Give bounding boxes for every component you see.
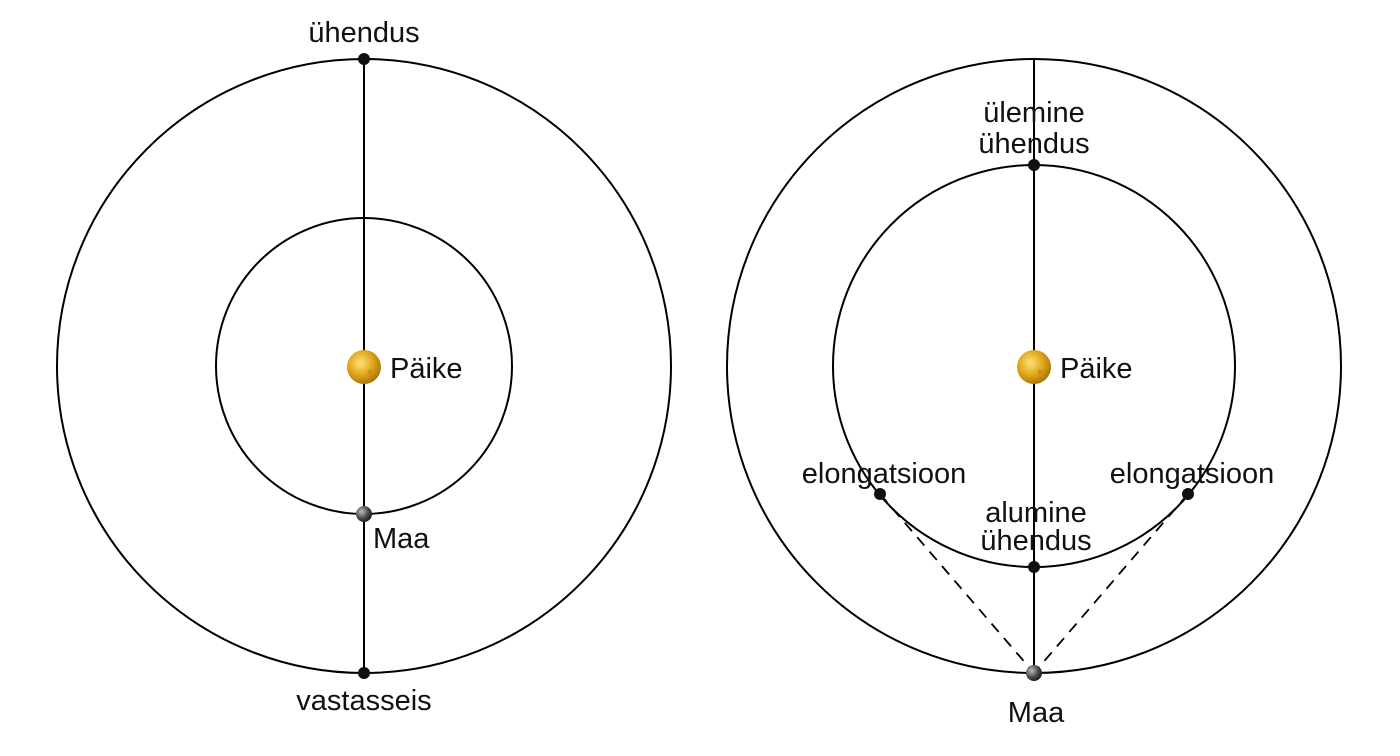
conjunction-label: ühendus <box>308 17 419 49</box>
right-elongation-sightline <box>1033 493 1189 674</box>
left-elongation-label: elongatsioon <box>802 458 966 490</box>
superior-conjunction-label-line2: ühendus <box>978 128 1089 160</box>
earth-label: Maa <box>373 523 430 555</box>
inferior-conjunction-point <box>1028 561 1040 573</box>
superior-conjunction-label-line1: ülemine <box>983 97 1085 129</box>
right-elongation-point <box>1182 488 1194 500</box>
right-elongation-label: elongatsioon <box>1110 458 1274 490</box>
conjunction-point <box>358 53 370 65</box>
sun-label: Päike <box>390 353 463 385</box>
superior-conjunction-point <box>1028 159 1040 171</box>
inferior-conjunction-label-line2: ühendus <box>980 525 1091 557</box>
inferior-conjunction-label-line1: alumine <box>985 497 1087 529</box>
left-elongation-sightline <box>879 493 1035 674</box>
opposition-point <box>358 667 370 679</box>
left-elongation-point <box>874 488 886 500</box>
left-diagram: ühendus Päike Maa vastasseis <box>56 17 672 717</box>
sun-label: Päike <box>1060 353 1133 385</box>
earth-label: Maa <box>1008 697 1065 729</box>
opposition-label: vastasseis <box>296 685 431 717</box>
earth-icon <box>1026 665 1042 681</box>
earth-icon <box>356 506 372 522</box>
sun-icon <box>347 350 381 384</box>
sun-icon <box>1017 350 1051 384</box>
right-diagram: ülemine ühendus Päike elongatsioon elong… <box>726 58 1342 729</box>
